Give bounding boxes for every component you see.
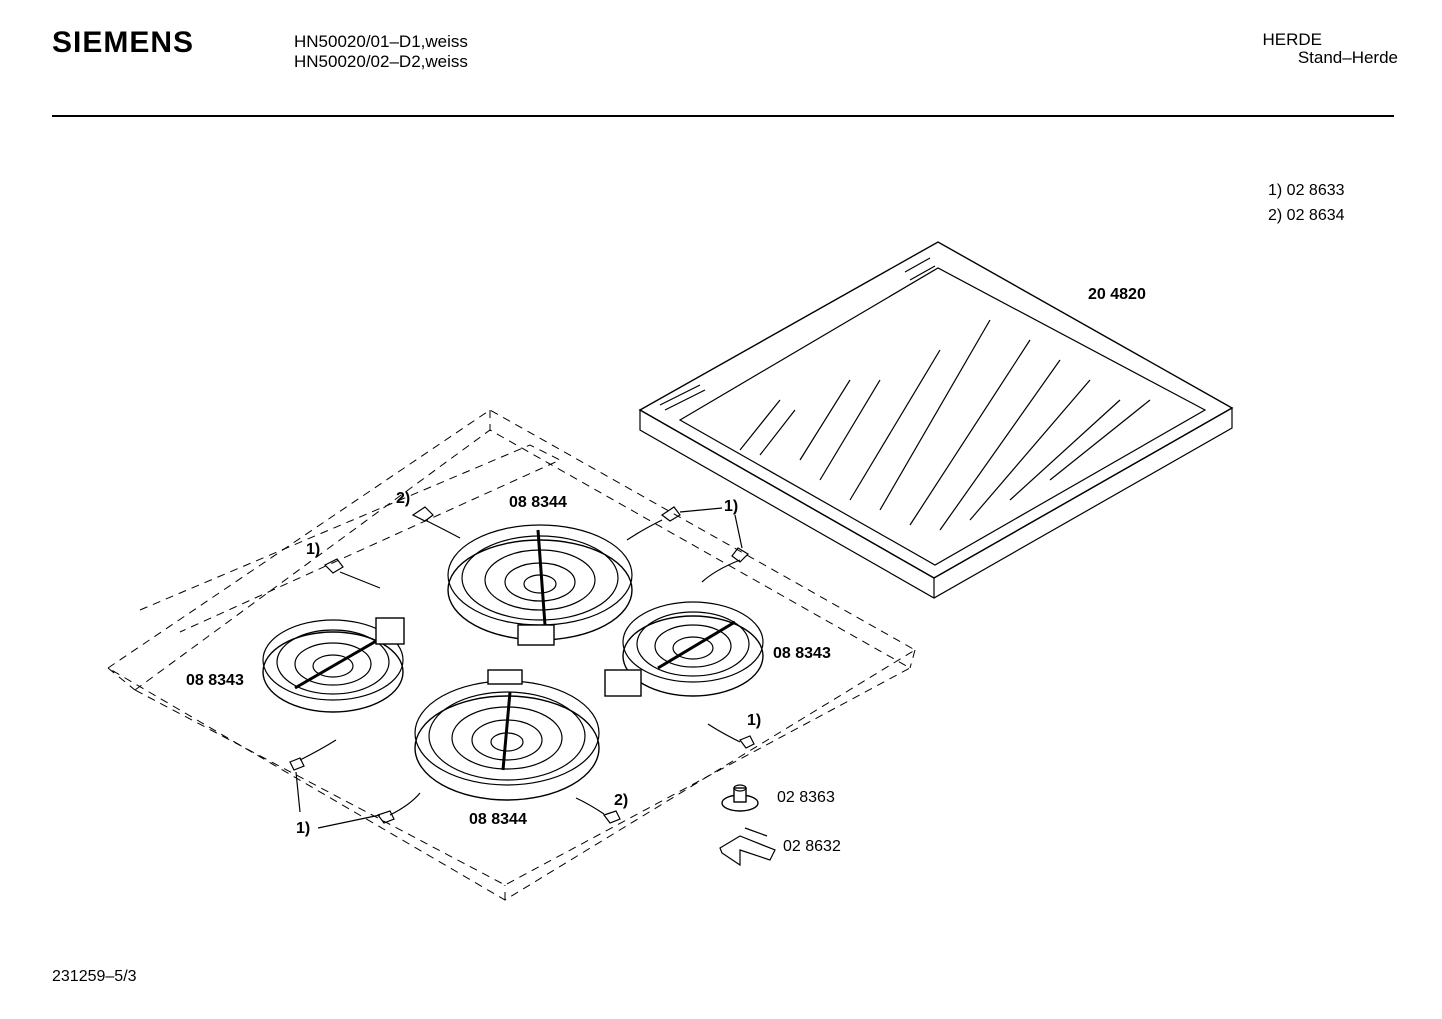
category-title: HERDE: [1262, 30, 1322, 49]
label-switch-part: 02 8363: [777, 789, 835, 806]
legend-note-2: 2) 02 8634: [1268, 207, 1345, 224]
leader-lines: [295, 507, 743, 829]
subcategory-title: Stand–Herde: [1297, 48, 1398, 67]
label-bracket-part: 02 8632: [783, 838, 841, 855]
burner-small-right: [604, 601, 764, 697]
callout-1-right: 1): [747, 712, 762, 729]
callout-1-bottom-left: 1): [296, 820, 311, 837]
mounting-clips: [289, 506, 755, 824]
callout-1-left: 1): [306, 541, 321, 558]
burner-small-left: [262, 617, 405, 713]
switch-part: [721, 784, 759, 812]
label-glass-top: 20 4820: [1088, 286, 1146, 303]
glass-top-panel: [638, 241, 1234, 599]
bracket-part: [719, 827, 776, 867]
label-burner-large-top: 08 8344: [509, 494, 567, 511]
drawing-number: 231259–5/3: [52, 968, 137, 985]
callout-1-top-right: 1): [724, 498, 739, 515]
label-burner-small-left: 08 8343: [186, 672, 244, 689]
burner-large-bottom: [414, 669, 600, 801]
hob-frame-outline: [107, 409, 916, 901]
header-divider: [52, 115, 1394, 117]
label-burner-large-bottom: 08 8344: [469, 811, 527, 828]
callout-2-top-left: 2): [396, 490, 411, 507]
model-line-1: HN50020/01–D1,weiss: [294, 32, 468, 51]
label-burner-small-right: 08 8343: [773, 645, 831, 662]
burner-large-top: [447, 524, 633, 646]
legend-note-1: 1) 02 8633: [1268, 182, 1345, 199]
callout-2-bottom: 2): [614, 792, 629, 809]
model-line-2: HN50020/02–D2,weiss: [294, 52, 468, 71]
brand-logo: SIEMENS: [52, 26, 195, 59]
